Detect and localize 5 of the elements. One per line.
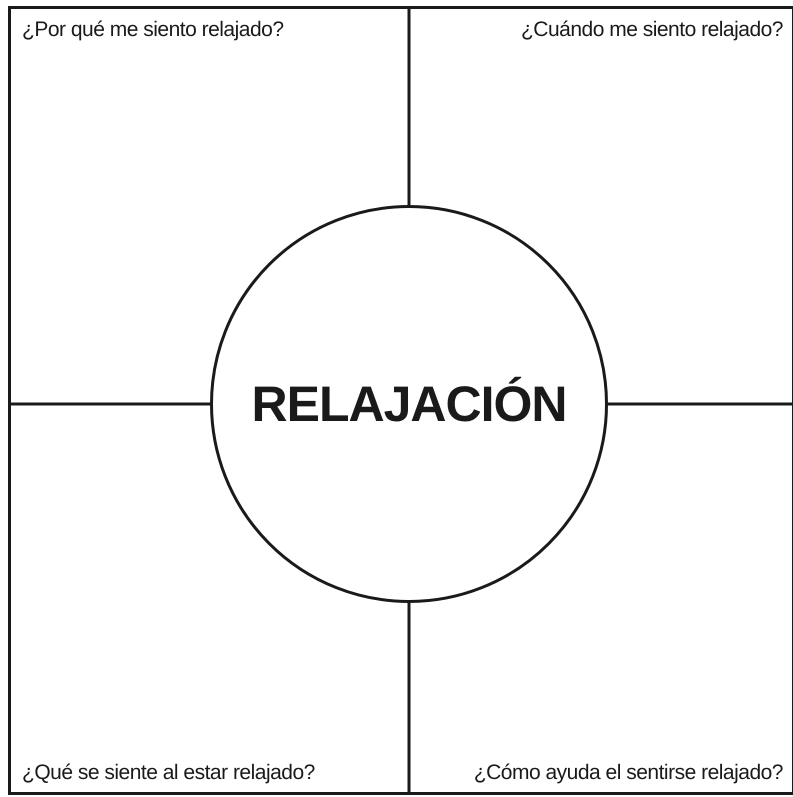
- question-text: ¿Cuándo me siento relajado?: [520, 18, 783, 42]
- question-text: ¿Qué se siente al estar relajado?: [22, 761, 315, 785]
- question-text: ¿Por qué me siento relajado?: [22, 18, 284, 42]
- topic-title: RELAJACIÓN: [251, 375, 567, 433]
- question-text: ¿Cómo ayuda el sentirse relajado?: [474, 761, 783, 785]
